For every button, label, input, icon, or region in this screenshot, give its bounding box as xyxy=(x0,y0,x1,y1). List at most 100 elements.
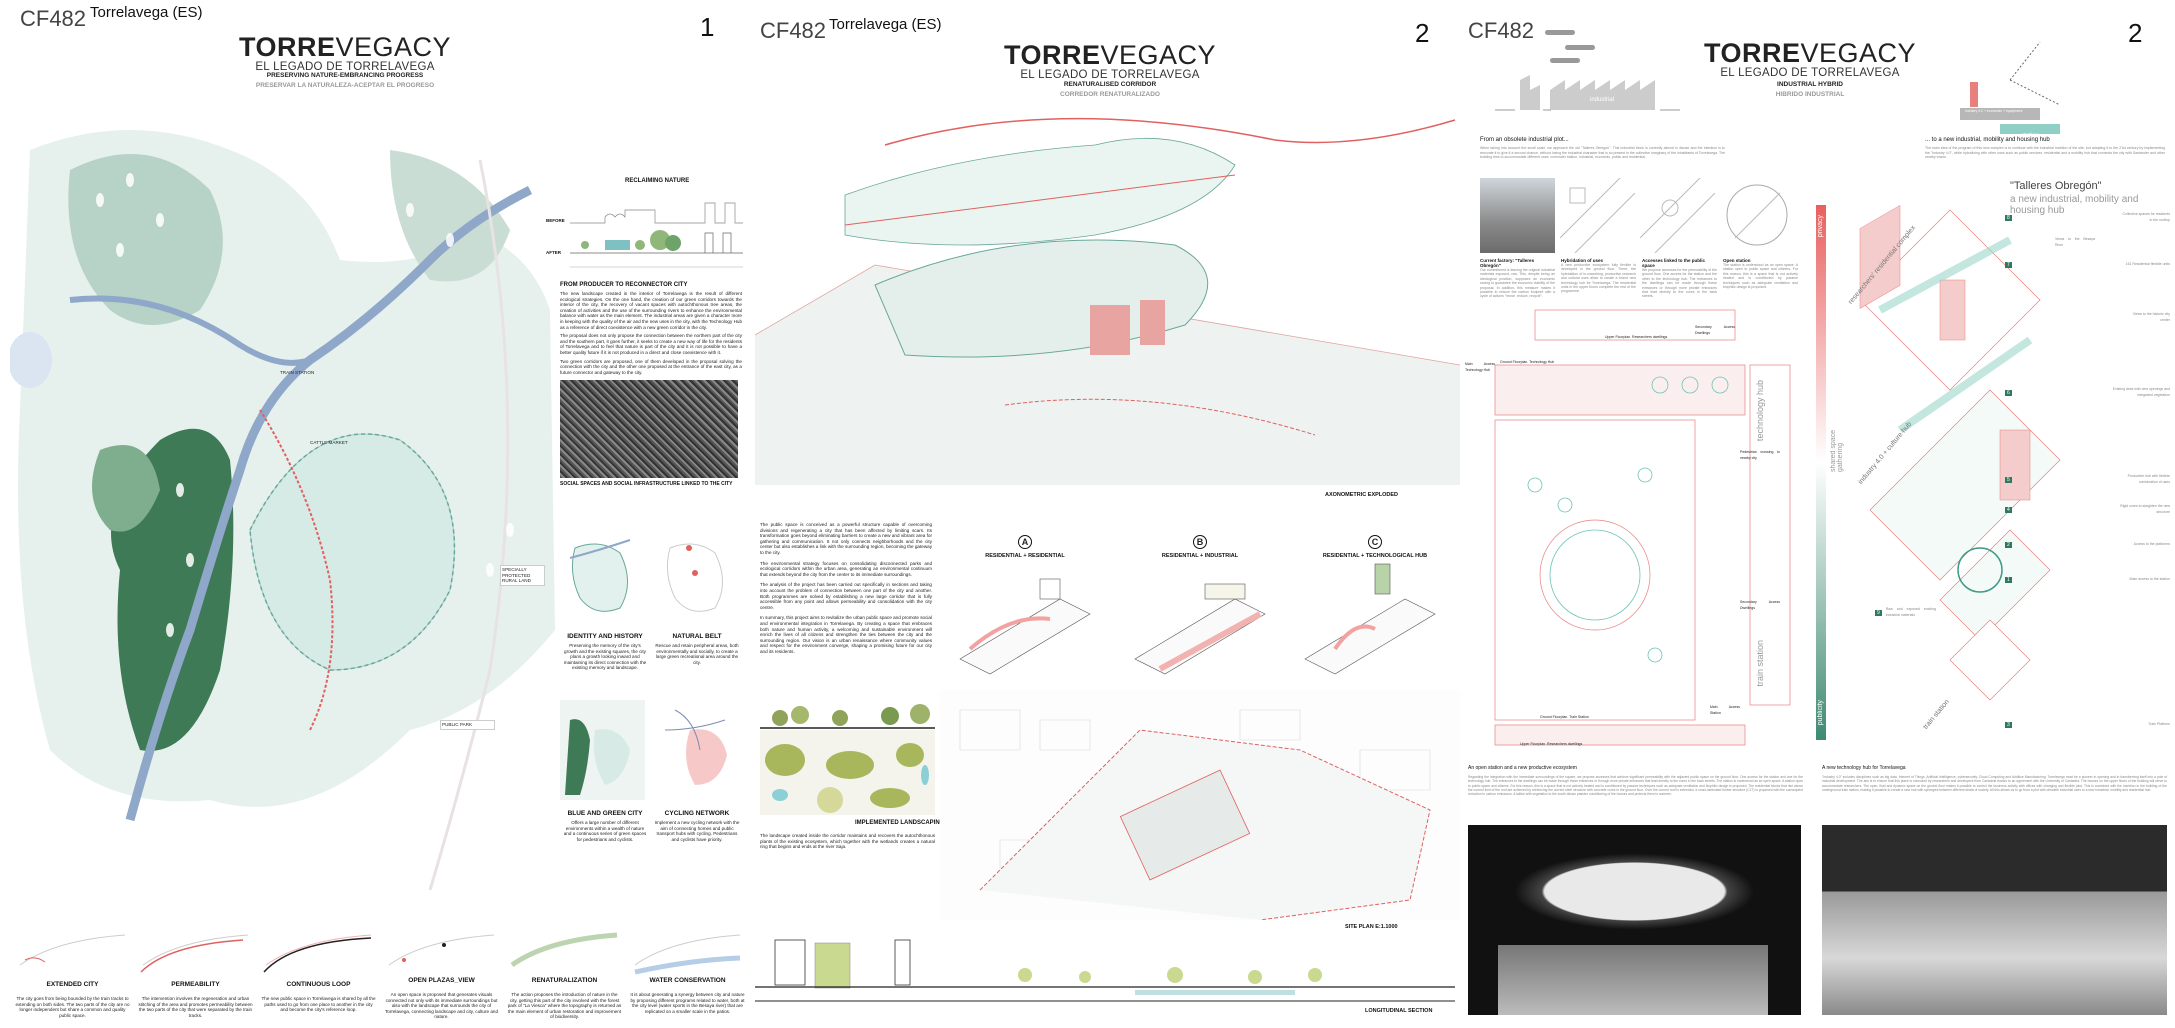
concept-diagram xyxy=(140,934,249,973)
logo-bold: TORRE xyxy=(1003,40,1101,70)
sheet-number: 2 xyxy=(1415,18,1430,48)
diagram-text: Offers a large number of different envir… xyxy=(563,820,647,842)
intro-column: FROM PRODUCER TO RECONNECTOR CITY The ne… xyxy=(560,282,742,487)
identity-history-diagram xyxy=(569,539,631,612)
industrial-factory-icon xyxy=(1495,30,1680,111)
concept-item: EXTENDED CITY The city goes from being b… xyxy=(15,930,130,1025)
station-render-left xyxy=(1468,825,1801,1015)
concept-text: It is about generating a synergy between… xyxy=(630,992,745,1014)
intro-paragraph: The proposal does not only propose the c… xyxy=(560,333,742,355)
concept-strip: EXTENDED CITY The city goes from being b… xyxy=(15,930,745,1025)
callout-number: 9 xyxy=(1875,609,1882,616)
panel-3: CF482 2 industrial TORREVEGACY EL LEGADO… xyxy=(1460,0,2175,1028)
entry-code: CF482 xyxy=(20,6,87,31)
cards: Current factory: "Talleres Obregón"Our c… xyxy=(1480,258,1800,299)
plan-label: Upper Floorplan. Researchers dwellings xyxy=(1605,335,1668,339)
sheet-subtitle: INDUSTRIAL HYBRID HIBRIDO INDUSTRIAL xyxy=(1660,80,1960,100)
body-paragraph: In summary, this project aims to revital… xyxy=(760,615,932,654)
axon-title: "Talleres Obregón" xyxy=(2010,180,2102,192)
diagram-title: BLUE AND GREEN CITY xyxy=(567,810,643,817)
plan-label: Ground Floorplan. Technology Hub xyxy=(1500,360,1555,364)
intro-right-text: The main idea of the program of this new… xyxy=(1925,146,2165,160)
plan-zone-label: technology hub xyxy=(1755,380,1765,442)
sheet-number: 2 xyxy=(2128,18,2143,48)
plan-label: Secondary Access Dwellings xyxy=(1740,600,1780,610)
panel-2: CF482 Torrelavega (ES) 2 TORREVEGACY EL … xyxy=(755,0,1460,1028)
diagram-text: Implement a new cycling network with the… xyxy=(654,820,740,842)
plan-zone-label: train station xyxy=(1755,640,1765,687)
site-plan xyxy=(940,690,1460,920)
plan-label: Secondary Access Dwellings xyxy=(1695,325,1735,335)
subtitle-en: RENATURALISED CORRIDOR xyxy=(1063,81,1157,88)
section-C: C RESIDENTIAL + TECHNOLOGICAL HUB xyxy=(1295,532,1455,679)
location: Torrelavega (ES) xyxy=(90,4,203,21)
axon-subtitle: a new industrial, mobility and housing h… xyxy=(2010,194,2139,216)
callout-number: 8 xyxy=(2005,214,2012,221)
station-sketch xyxy=(1726,184,1788,246)
subtitle-en: PRESERVING NATURE-EMBRANCING PROGRESS xyxy=(266,72,424,79)
callout-text: Access to the platforms xyxy=(2133,542,2170,547)
logo-light: VEGACY xyxy=(1100,40,1217,70)
callout-number: 4 xyxy=(2005,506,2012,513)
axon-label: AXONOMETRIC EXPLODED xyxy=(1325,492,1399,498)
section-title: RESIDENTIAL + TECHNOLOGICAL HUB xyxy=(1322,553,1428,559)
logo: TORREVEGACY EL LEGADO DE TORRELAVEGA xyxy=(980,40,1240,81)
subtitle-es: CORREDOR RENATURALIZADO xyxy=(1060,91,1160,98)
section-iso-drawing xyxy=(959,578,1091,675)
section-A: A RESIDENTIAL + RESIDENTIAL xyxy=(950,532,1100,679)
concept-text: An open space is proposed that generates… xyxy=(384,992,499,1020)
card-title: Open station xyxy=(1723,258,1751,263)
card-title: Hybridation of uses xyxy=(1561,258,1604,263)
section-title: RESIDENTIAL + RESIDENTIAL xyxy=(985,553,1065,559)
concept-title: EXTENDED CITY xyxy=(46,981,99,988)
bottom-right-text: "Industry 4.0" includes disciplines such… xyxy=(1822,775,2167,792)
subtitle-es: PRESERVAR LA NATURALEZA-ACEPTAR EL PROGR… xyxy=(255,82,435,89)
body-column: The public space is conceived as a power… xyxy=(760,522,932,654)
concept-diagram xyxy=(263,934,372,973)
site-plan-label: SITE PLAN E:1.1000 xyxy=(1345,924,1398,930)
logo: TORREVEGACY EL LEGADO DE TORRELAVEGA xyxy=(215,32,475,73)
logo: TORREVEGACY EL LEGADO DE TORRELAVEGA xyxy=(1680,38,1940,79)
concept-title: RENATURALIZATION xyxy=(531,977,598,984)
concept-item: PERMEABILITY The intervention involves t… xyxy=(138,930,253,1025)
logo-light: VEGACY xyxy=(335,32,452,62)
intro-left-heading: From an obsolete industrial plot... xyxy=(1480,137,1569,143)
callout-text: Raw and exposed existing industrial mate… xyxy=(1885,607,1936,617)
callout-text: Train Platform xyxy=(2148,722,2170,727)
before-label: BEFORE xyxy=(546,218,565,223)
plan-label: Main Access Station xyxy=(1710,705,1740,715)
historic-crowd-photo xyxy=(560,380,738,479)
diagram-text: Rescue and retain peripheral areas, both… xyxy=(655,643,739,665)
plan-label: Main Access Technology Hub xyxy=(1465,362,1495,372)
callout-text: Rigid cores to staighten the new structu… xyxy=(2120,504,2170,514)
diagram-text: Preserving the memory of the city's grow… xyxy=(563,643,647,671)
concept-item: CONTINUOUS LOOP The new public space in … xyxy=(261,930,376,1025)
callout-number: 2 xyxy=(2005,542,2012,548)
concept-item: OPEN PLAZAS_VIEW An open space is propos… xyxy=(384,930,499,1025)
map-label: PUBLIC PARK xyxy=(440,720,495,730)
blue-green-city-diagram xyxy=(560,700,645,800)
card-text: Our commitment is leaving the original i… xyxy=(1480,268,1555,299)
concept-diagram xyxy=(388,934,495,966)
body-paragraph: The public space is conceived as a power… xyxy=(760,522,932,555)
diagram-title: CYCLING NETWORK xyxy=(664,810,730,817)
axonometric-hub xyxy=(1859,204,2061,701)
map-label: TRAIN STATION xyxy=(280,370,315,375)
map-label: SPECIALLY PROTECTED RURAL LAND xyxy=(500,565,545,586)
callout-number: 6 xyxy=(2005,389,2012,396)
axonometric-exploded xyxy=(755,117,1460,485)
concept-text: The new public space in Torrelavega is s… xyxy=(261,996,376,1013)
city-map xyxy=(10,110,555,890)
concept-title: PERMEABILITY xyxy=(171,981,220,988)
section-letter: C xyxy=(1368,535,1382,549)
sheet-subtitle: PRESERVING NATURE-EMBRANCING PROGRESS PR… xyxy=(195,71,495,91)
callout-text: Views to the historic city center xyxy=(2132,312,2170,322)
map-label: CATTLE MARKET xyxy=(310,440,348,445)
callout-number: 5 xyxy=(2005,476,2012,483)
